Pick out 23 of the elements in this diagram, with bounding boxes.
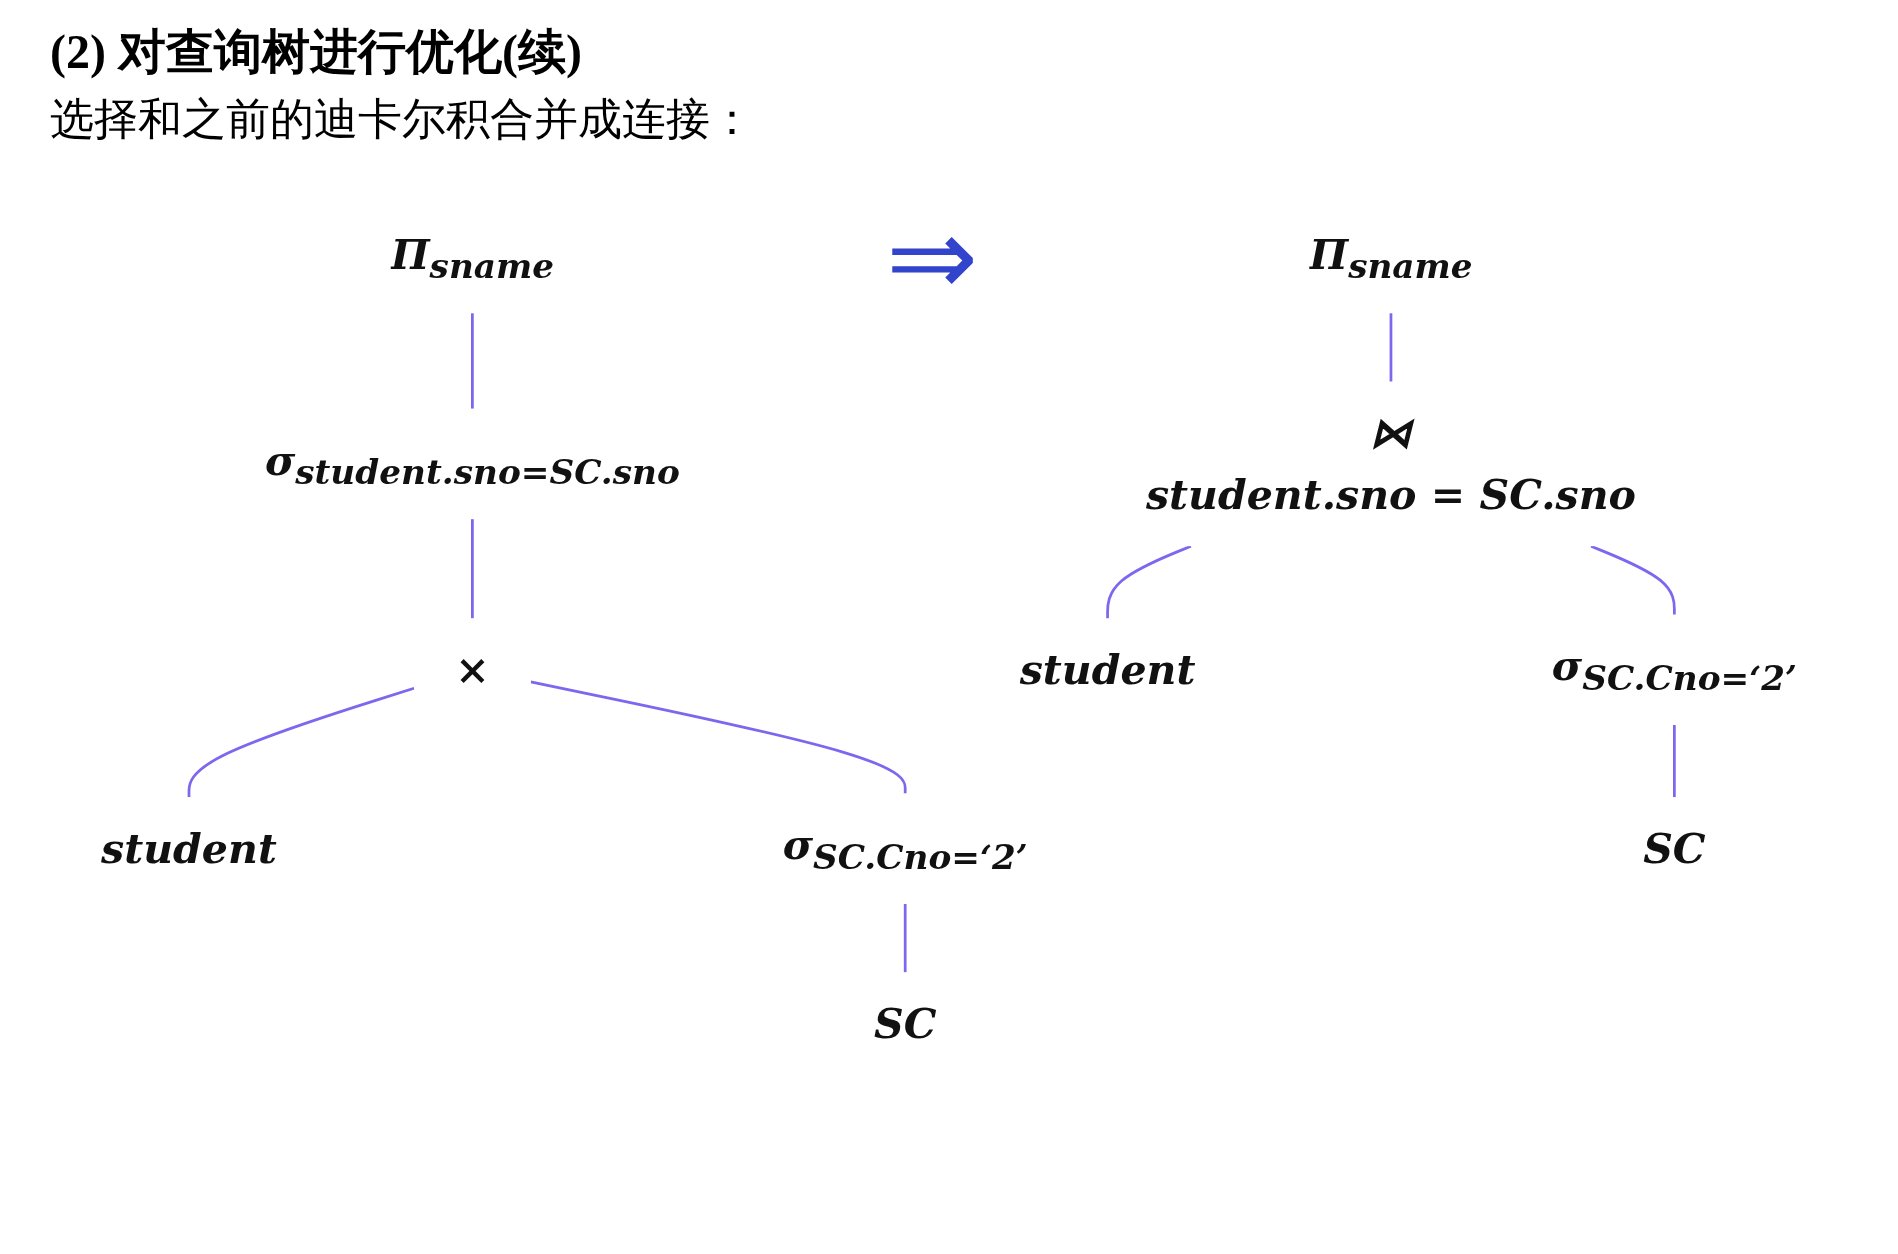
- subtitle: 选择和之前的迪卡尔积合并成连接：: [50, 94, 755, 146]
- node-text: Π$_{sname}$: [390, 230, 555, 287]
- connector: [1673, 725, 1676, 798]
- node-text: ⋈ student.sno = SC.sno: [1145, 409, 1637, 519]
- connector: [1106, 544, 1192, 619]
- connector: [903, 903, 907, 973]
- transform-arrow: ⇒: [885, 203, 978, 313]
- connector: [471, 313, 474, 409]
- connector: [1590, 544, 1676, 615]
- node-text: σ$_{SC.Cno=‘2’}$: [1551, 642, 1797, 699]
- node-text: σ$_{SC.Cno=‘2’}$: [782, 820, 1028, 878]
- connector: [1389, 313, 1393, 382]
- node-text: σ$_{student.sno=SC.sno}$: [264, 436, 680, 493]
- node-text: ×: [455, 645, 490, 694]
- slide-title: (2) 对查询树进行优化(续): [50, 24, 583, 81]
- node-text: student: [101, 824, 277, 873]
- node-text: student: [1019, 645, 1196, 694]
- connector: [471, 519, 474, 619]
- node-text: SC: [1643, 824, 1706, 873]
- node-text: Π$_{sname}$: [1309, 230, 1473, 287]
- connector: [187, 686, 415, 798]
- node-text: SC: [873, 999, 937, 1048]
- connector: [530, 680, 907, 794]
